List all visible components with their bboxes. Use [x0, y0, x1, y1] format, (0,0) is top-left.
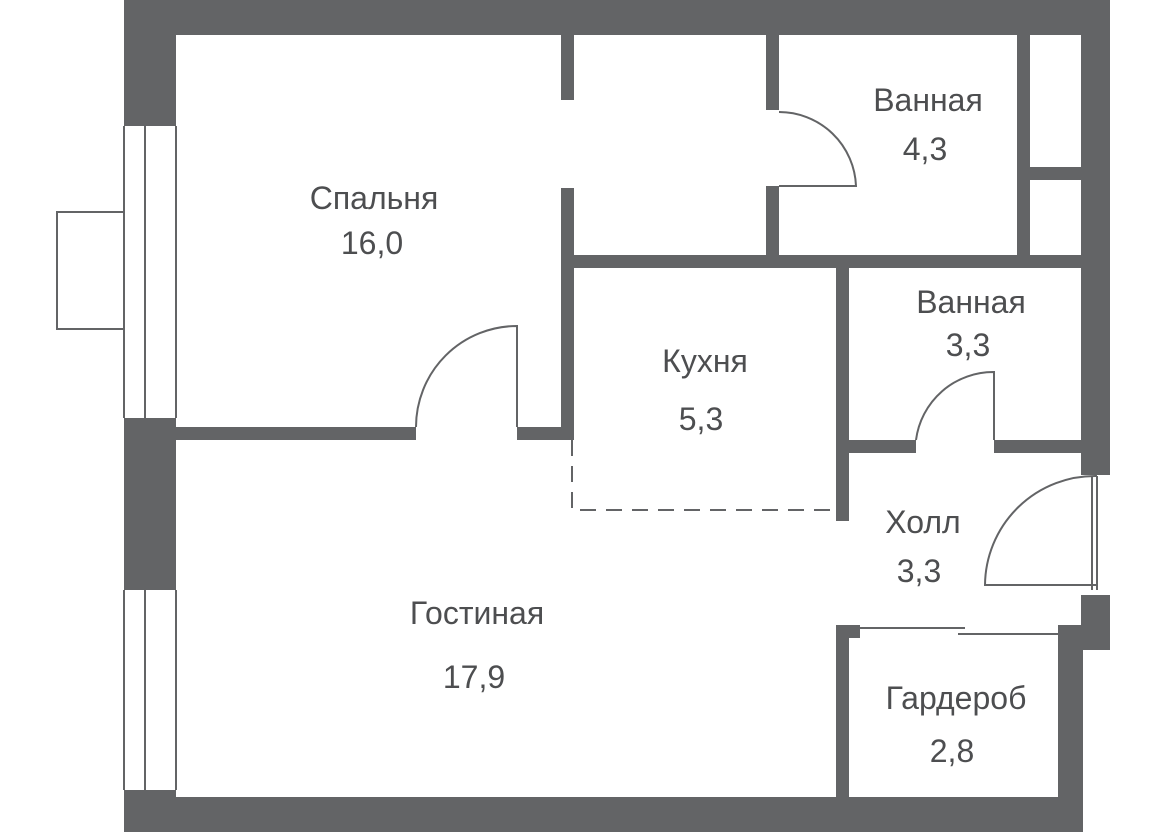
hall-area: 3,3: [897, 553, 941, 589]
balcony-ledge: [56, 211, 125, 330]
door-bathroom-2: [915, 370, 995, 441]
wall-wardrobe-left: [836, 625, 849, 797]
door-bedroom: [415, 324, 518, 428]
door-entrance: [983, 474, 1098, 586]
wall-bath1-left-bottom: [766, 186, 779, 255]
bath2-area: 3,3: [946, 327, 990, 363]
wall-shaft-divider: [1030, 167, 1081, 180]
kitchen-area: 5,3: [679, 401, 723, 437]
wall-right-bottom: [1058, 625, 1083, 832]
wall-bedroom-corridor-bottom: [561, 188, 574, 440]
wall-left-middle: [124, 418, 176, 590]
living-name: Гостиная: [410, 595, 544, 631]
wall-bath2-hall-right: [994, 440, 1081, 453]
wall-bath1-shaft: [1017, 35, 1030, 255]
wall-top: [124, 0, 1110, 35]
room-labels: Спальня 16,0 Ванная 4,3 Ванная 3,3 Кухня…: [310, 82, 1027, 769]
wardrobe-area: 2,8: [930, 733, 974, 769]
wall-bath2-hall-left: [849, 440, 916, 453]
bath2-name: Ванная: [916, 284, 1026, 320]
wall-bedroom-corridor-top: [561, 35, 574, 100]
wall-bath1-left-top: [766, 35, 779, 110]
kitchen-zone-boundary: [571, 440, 836, 511]
wall-left-top: [124, 0, 176, 126]
bedroom-area: 16,0: [341, 225, 403, 261]
wall-corridor-kitchen: [574, 255, 1081, 268]
wall-kitchen-bath2: [836, 268, 849, 521]
wall-right-upper: [1081, 0, 1110, 475]
door-bathroom-1: [778, 111, 858, 187]
wall-bedroom-living-right: [517, 427, 574, 440]
outer-walls: [124, 0, 1110, 832]
doors: [415, 111, 1098, 635]
bedroom-name: Спальня: [310, 180, 439, 216]
hall-name: Холл: [885, 504, 960, 540]
wardrobe-name: Гардероб: [886, 680, 1027, 716]
living-area: 17,9: [443, 659, 505, 695]
kitchen-name: Кухня: [662, 343, 748, 379]
bath1-name: Ванная: [873, 82, 983, 118]
bath1-area: 4,3: [903, 131, 947, 167]
wall-bottom: [124, 797, 1060, 832]
wall-bedroom-living-left: [176, 427, 416, 440]
wall-wardrobe-stub: [836, 625, 860, 638]
windows: [56, 126, 177, 790]
wall-left-bottom: [124, 790, 176, 832]
wall-right-lower: [1081, 595, 1110, 650]
inner-walls: [176, 35, 1081, 797]
